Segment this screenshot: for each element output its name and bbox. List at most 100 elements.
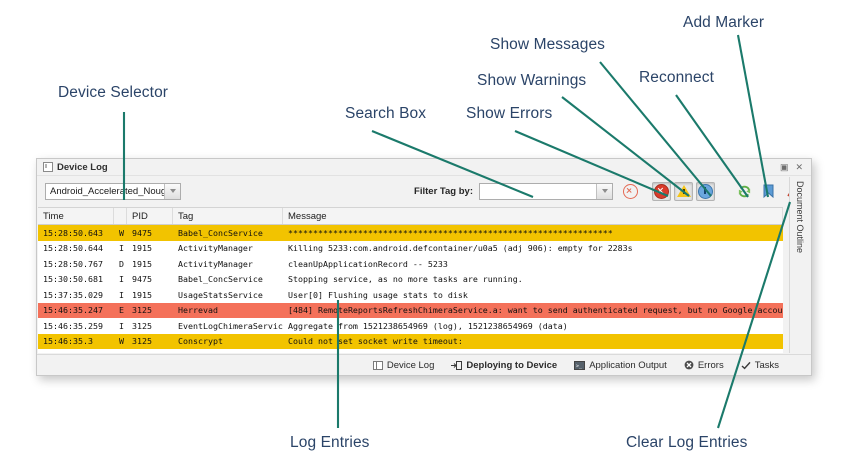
- annotation-label-reconnect: Reconnect: [639, 69, 715, 86]
- log-cell-message: ****************************************…: [288, 227, 613, 238]
- terminal-icon: >_: [574, 360, 586, 370]
- log-cell-message: Killing 5233:com.android.defcontainer/u0…: [288, 243, 633, 254]
- level-filter-group: [652, 181, 715, 201]
- show-messages-button[interactable]: [696, 181, 715, 201]
- log-cell-level: D: [119, 258, 124, 269]
- status-bar: Device Log Deploying to Device >_Applicati…: [37, 354, 811, 375]
- chevron-down-icon[interactable]: [596, 183, 612, 199]
- show-warnings-button[interactable]: [674, 181, 693, 201]
- reconnect-arrows-icon: [738, 185, 751, 197]
- close-icon[interactable]: ✕: [795, 161, 803, 172]
- show-errors-button[interactable]: [652, 181, 671, 201]
- column-header-pid[interactable]: PID: [127, 208, 173, 224]
- panel-icon: [372, 360, 383, 370]
- status-tab-application-output[interactable]: >_Application Output: [574, 360, 667, 371]
- annotation-label-show-messages: Show Messages: [490, 36, 606, 53]
- status-tab-label: Deploying to Device: [466, 359, 558, 371]
- annotation-label-clear-log-entries: Clear Log Entries: [626, 434, 748, 451]
- error-circle-icon: [654, 183, 669, 199]
- annotation-label-show-errors: Show Errors: [466, 105, 553, 122]
- info-circle-icon: [698, 183, 713, 199]
- check-icon: [741, 361, 751, 370]
- log-cell-pid: 1915: [132, 258, 152, 269]
- warning-triangle-icon: [676, 185, 691, 197]
- log-row[interactable]: 15:46:35.247 E 3125 Herrevad [484] RemoteRep…: [38, 302, 783, 318]
- annotation-label-add-marker: Add Marker: [683, 14, 765, 31]
- annotation-label-log-entries: Log Entries: [290, 434, 370, 451]
- log-toolbar: Android_Accelerated_Nougat Filter Tag by…: [37, 176, 811, 206]
- log-cell-pid: 3125: [132, 320, 152, 331]
- log-row[interactable]: 15:28:50.643 W 9475 Babel_ConcService ******…: [38, 225, 783, 241]
- log-cell-tag: Conscrypt: [178, 336, 223, 347]
- log-cell-level: I: [119, 243, 124, 254]
- document-outline-label: Document Outline: [795, 181, 805, 254]
- reconnect-button[interactable]: [737, 184, 752, 199]
- log-cell-message: User[0] Flushing usage stats to disk: [288, 289, 468, 300]
- column-header-tag[interactable]: Tag: [173, 208, 283, 224]
- log-cell-message: [484] RemoteReportsRefreshChimeraService…: [288, 305, 783, 316]
- status-tab-deploying-to-device[interactable]: Deploying to Device: [451, 360, 557, 371]
- filter-tag-label: Filter Tag by:: [414, 185, 473, 197]
- log-cell-level: W: [119, 227, 124, 238]
- log-cell-level: E: [119, 305, 124, 316]
- log-cell-tag: Babel_ConcService: [178, 274, 263, 285]
- device-selector-value: Android_Accelerated_Nougat: [50, 185, 164, 197]
- error-dot-icon: [684, 360, 694, 370]
- log-row[interactable]: 15:30:50.681 I 9475 Babel_ConcService Stoppi…: [38, 271, 783, 287]
- log-cell-pid: 9475: [132, 227, 152, 238]
- log-cell-message: Aggregate from 1521238654969 (log), 1521…: [288, 320, 568, 331]
- log-cell-time: 15:46:35.247: [43, 305, 103, 316]
- annotation-label-device-selector: Device Selector: [58, 84, 169, 101]
- log-cell-pid: 1915: [132, 289, 152, 300]
- log-cell-message: Stopping service, as no more tasks are r…: [288, 274, 523, 285]
- log-cell-time: 15:30:50.681: [43, 274, 103, 285]
- log-row[interactable]: 15:28:50.644 I 1915 ActivityManager Killing …: [38, 240, 783, 256]
- annotation-label-search-box: Search Box: [345, 105, 427, 122]
- device-log-window: Device Log ▣ ✕ Android_Accelerated_Nouga…: [36, 158, 812, 376]
- status-tab-tasks[interactable]: Tasks: [741, 360, 779, 371]
- log-cell-level: I: [119, 274, 124, 285]
- column-header-message[interactable]: Message: [283, 208, 783, 224]
- document-outline-strip[interactable]: Document Outline: [789, 177, 810, 353]
- log-cell-time: 15:28:50.767: [43, 258, 103, 269]
- log-cell-level: W: [119, 336, 124, 347]
- log-cell-time: 15:28:50.643: [43, 227, 103, 238]
- deploy-icon: [451, 360, 463, 370]
- log-cell-pid: 3125: [132, 336, 152, 347]
- bookmark-marker-icon: [763, 184, 774, 199]
- device-selector[interactable]: Android_Accelerated_Nougat: [45, 182, 181, 200]
- log-cell-pid: 9475: [132, 274, 152, 285]
- log-cell-time: 15:46:35.259: [43, 320, 103, 331]
- log-row[interactable]: 15:46:35.3 W 3125 Conscrypt Could not set so…: [38, 333, 783, 349]
- log-cell-tag: Herrevad: [178, 305, 218, 316]
- log-cell-pid: 1915: [132, 243, 152, 254]
- panel-icon: [43, 162, 53, 172]
- status-tab-label: Tasks: [754, 359, 779, 371]
- clear-filter-icon[interactable]: [623, 183, 638, 199]
- chevron-down-icon[interactable]: [164, 183, 180, 199]
- log-cell-pid: 3125: [132, 305, 152, 316]
- column-header-time[interactable]: Time: [38, 208, 114, 224]
- status-tab-device-log[interactable]: Device Log: [372, 360, 434, 371]
- log-cell-tag: ActivityManager: [178, 258, 253, 269]
- log-cell-tag: ActivityManager: [178, 243, 253, 254]
- log-cell-tag: Babel_ConcService: [178, 227, 263, 238]
- column-header-level[interactable]: [114, 208, 127, 224]
- search-box[interactable]: [479, 182, 613, 200]
- status-tab-errors[interactable]: Errors: [684, 360, 724, 371]
- log-cell-level: I: [119, 289, 124, 300]
- log-cell-tag: EventLogChimeraService: [178, 320, 283, 331]
- panel-title: Device Log: [57, 161, 108, 173]
- log-cell-message: Could not set socket write timeout:: [288, 336, 463, 347]
- add-marker-button[interactable]: [763, 184, 774, 199]
- panel-titlebar: Device Log ▣ ✕: [37, 159, 811, 176]
- log-cell-tag: UsageStatsService: [178, 289, 263, 300]
- log-cell-time: 15:28:50.644: [43, 243, 103, 254]
- minimize-icon[interactable]: ▣: [779, 161, 789, 172]
- log-cell-time: 15:46:35.3: [43, 336, 93, 347]
